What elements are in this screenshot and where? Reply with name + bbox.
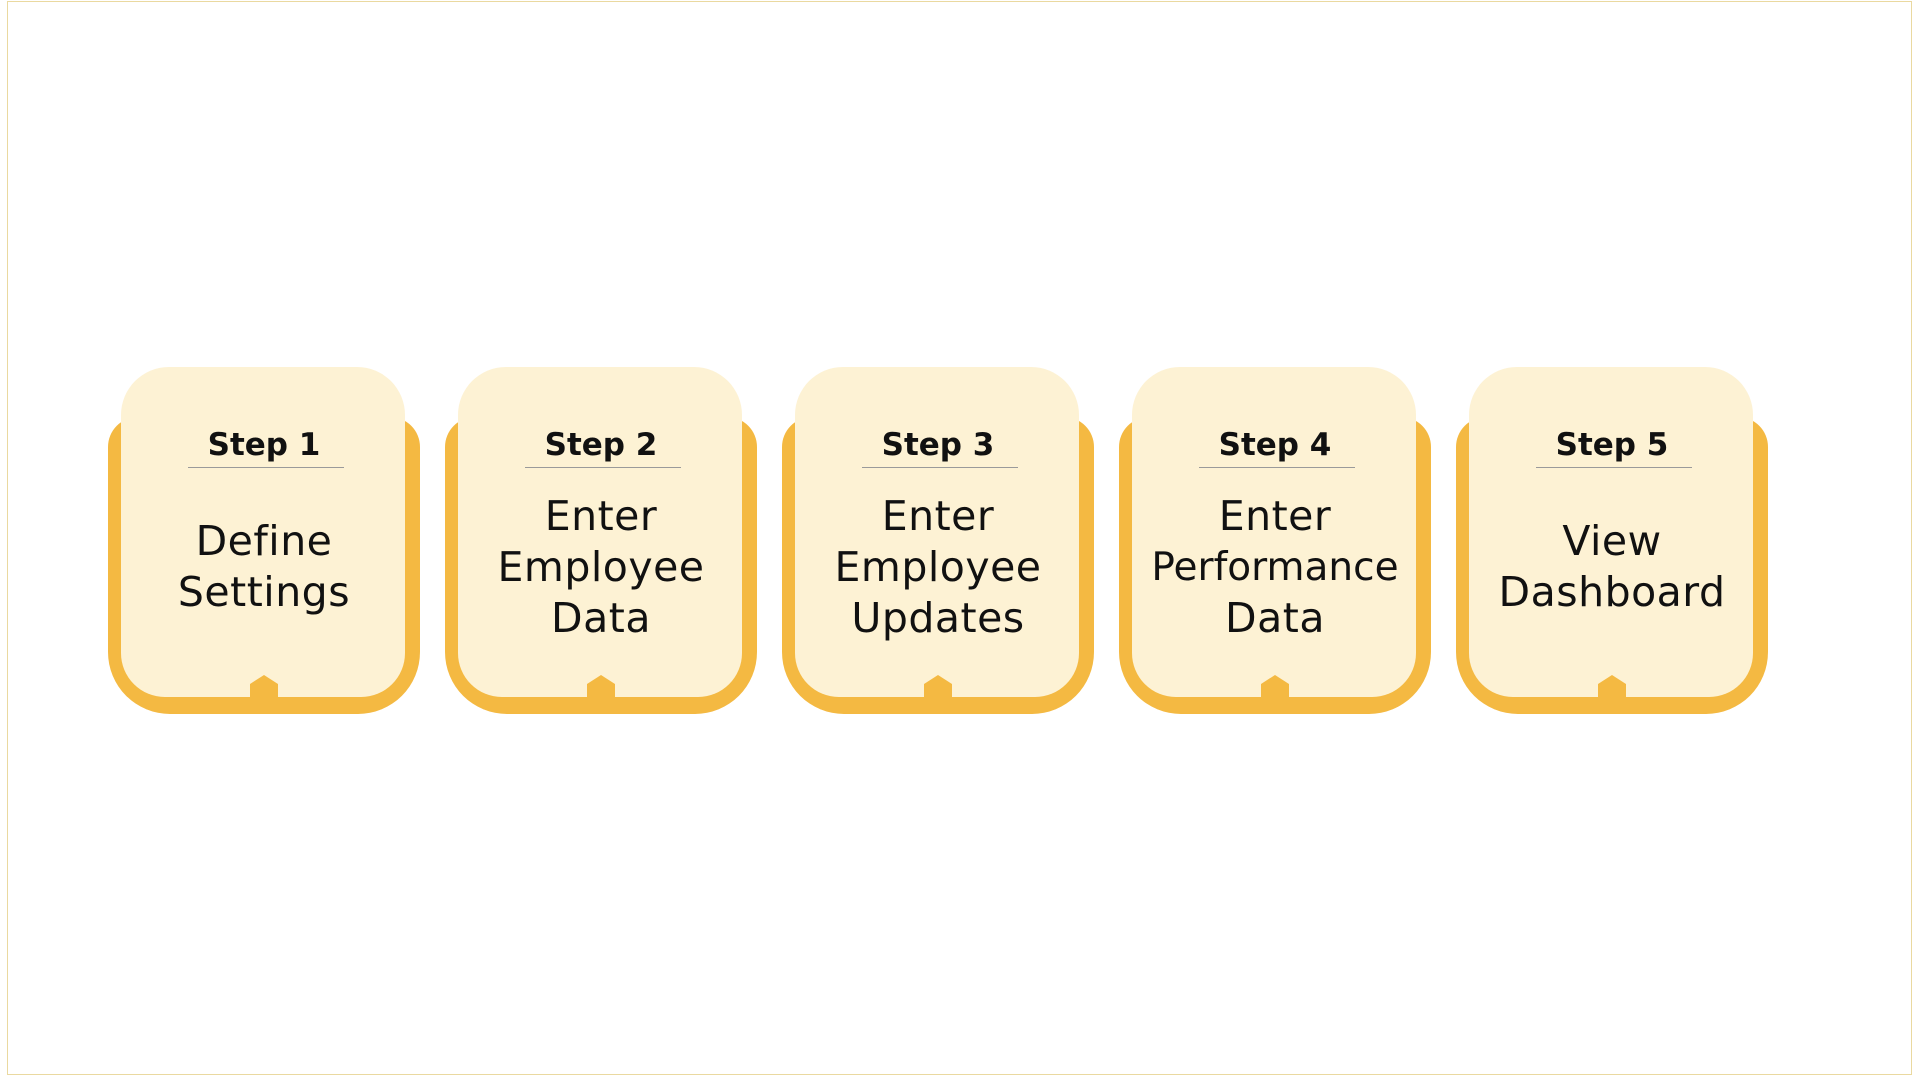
slide-frame xyxy=(7,1,1912,1075)
card-face xyxy=(458,367,742,697)
step-title: View Dashboard xyxy=(1466,516,1758,618)
card-face xyxy=(1469,367,1753,697)
step-card-2: Step 2 Enter Employee Data xyxy=(445,367,757,714)
step-label: Step 4 xyxy=(1218,427,1332,463)
step-title-line: Updates xyxy=(851,594,1025,642)
step-title: Define Settings xyxy=(118,516,410,618)
step-title-line: Performance xyxy=(1151,545,1399,590)
step-card-5: Step 5 View Dashboard xyxy=(1456,367,1768,714)
step-title-line: Settings xyxy=(177,568,351,616)
step-title: Enter Performance Data xyxy=(1129,491,1421,644)
step-label: Step 5 xyxy=(1555,427,1669,463)
step-title-line: Define xyxy=(195,517,333,565)
step-divider xyxy=(1536,467,1692,468)
step-divider xyxy=(1199,467,1355,468)
step-label: Step 2 xyxy=(544,427,658,463)
step-title: Enter Employee Data xyxy=(455,491,747,644)
step-label: Step 3 xyxy=(881,427,995,463)
step-title-line: Enter xyxy=(1218,492,1332,540)
card-face xyxy=(1132,367,1416,697)
card-face xyxy=(795,367,1079,697)
step-title: Enter Employee Updates xyxy=(792,491,1084,644)
step-card-3: Step 3 Enter Employee Updates xyxy=(782,367,1094,714)
step-divider xyxy=(188,467,344,468)
step-title-line: Employee xyxy=(834,543,1042,591)
step-title-line: Data xyxy=(1225,594,1325,642)
step-divider xyxy=(525,467,681,468)
step-card-4: Step 4 Enter Performance Data xyxy=(1119,367,1431,714)
step-title-line: Enter xyxy=(544,492,658,540)
step-title-line: Enter xyxy=(881,492,995,540)
step-label: Step 1 xyxy=(207,427,321,463)
step-divider xyxy=(862,467,1018,468)
step-card-1: Step 1 Define Settings xyxy=(108,367,420,714)
step-title-line: Dashboard xyxy=(1498,568,1726,616)
step-title-line: View xyxy=(1562,517,1662,565)
card-face xyxy=(121,367,405,697)
step-title-line: Data xyxy=(551,594,651,642)
step-title-line: Employee xyxy=(497,543,705,591)
